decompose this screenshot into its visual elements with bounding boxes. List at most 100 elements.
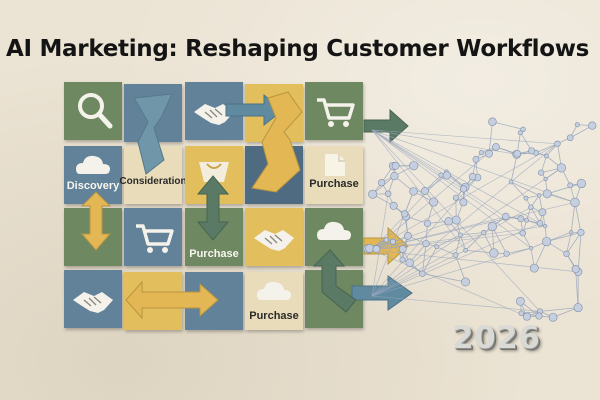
network-edge: [422, 246, 438, 274]
network-node: [574, 122, 580, 128]
network-node: [421, 187, 429, 195]
network-node: [554, 140, 561, 147]
network-node: [576, 178, 586, 189]
network-edge: [566, 232, 582, 255]
network-edge: [547, 183, 582, 195]
network-node: [519, 229, 526, 237]
network-edge: [371, 193, 389, 297]
network-node: [452, 194, 459, 201]
network-node: [513, 149, 522, 158]
network-node: [405, 258, 414, 267]
network-node: [567, 182, 574, 189]
network-edge: [371, 143, 558, 251]
network-edge: [455, 234, 461, 256]
network-edge: [371, 223, 541, 297]
network-node: [489, 248, 499, 258]
cart-icon: [136, 224, 174, 253]
network-node: [378, 179, 386, 187]
network-node: [451, 215, 461, 225]
network-node: [488, 117, 497, 126]
tile-purchase-3: Purchase: [245, 272, 303, 330]
network-node: [472, 155, 480, 163]
network-node: [524, 217, 529, 223]
network-edge: [510, 181, 527, 199]
network-node: [538, 169, 545, 176]
network-edge: [574, 202, 582, 233]
tile-label: Purchase: [309, 178, 359, 190]
network-node: [461, 277, 470, 287]
cart-icon: [317, 98, 355, 127]
network-node: [536, 220, 544, 227]
network-node: [422, 240, 430, 248]
network-node: [543, 224, 548, 229]
network-node: [438, 172, 444, 178]
network-node: [577, 228, 585, 237]
tile-label: Consideration: [119, 176, 187, 187]
handshake-icon: [254, 230, 294, 251]
tile-handshake: [185, 82, 243, 140]
network-node: [434, 244, 440, 250]
network-node: [398, 245, 407, 253]
network-node: [390, 172, 399, 181]
network-edge: [371, 129, 523, 234]
network-edge: [371, 249, 528, 317]
network-node: [365, 243, 374, 253]
tile-label: Purchase: [249, 310, 299, 322]
network-edge: [371, 167, 562, 297]
network-node: [570, 197, 580, 208]
network-node: [384, 190, 392, 197]
network-edge: [570, 125, 593, 139]
network-node: [399, 256, 406, 263]
network-edge: [371, 129, 558, 145]
network-edge: [575, 268, 579, 308]
search-icon: [78, 93, 113, 129]
network-node: [502, 212, 510, 221]
tile-search: [64, 82, 122, 140]
network-node: [459, 198, 468, 207]
tile-purchase-1: Purchase: [305, 146, 363, 204]
handshake-icon: [73, 292, 113, 313]
network-node: [409, 161, 419, 171]
network-node: [528, 147, 536, 155]
network-node: [492, 143, 500, 151]
network-edge: [371, 143, 558, 297]
network-edge: [570, 202, 576, 233]
network-node: [563, 250, 570, 257]
network-edge: [371, 177, 478, 297]
cloud-icon: [257, 281, 291, 300]
network-edge: [371, 232, 523, 251]
network-node: [460, 185, 468, 193]
network-edge: [491, 226, 507, 254]
network-node: [517, 215, 525, 223]
network-node: [543, 176, 548, 182]
network-edge: [455, 254, 466, 283]
network-edge: [546, 232, 582, 242]
network-node: [537, 193, 542, 198]
tile-label: Purchase: [189, 248, 239, 260]
network-node: [569, 230, 574, 235]
network-node: [520, 126, 526, 133]
network-node: [535, 312, 543, 320]
network-edge: [371, 129, 576, 203]
network-node: [516, 296, 525, 306]
network-node: [573, 303, 583, 313]
tile-cart-2: [124, 208, 182, 266]
network-node: [419, 270, 426, 277]
network-node: [571, 264, 580, 273]
network-edge: [465, 249, 494, 254]
network-node: [529, 263, 539, 273]
network-edge: [421, 243, 427, 274]
network-edge: [521, 310, 541, 314]
network-edge: [371, 219, 457, 251]
network-edge: [371, 129, 466, 251]
year-label: 2026: [452, 320, 541, 356]
network-node: [508, 179, 514, 185]
network-edge: [371, 254, 456, 297]
network-node: [478, 149, 485, 156]
network-node: [480, 229, 487, 236]
network-edge: [492, 121, 524, 130]
network-node: [548, 312, 558, 322]
cloud-icon: [76, 155, 110, 174]
network-edge: [577, 232, 582, 272]
network-edge: [371, 129, 532, 249]
